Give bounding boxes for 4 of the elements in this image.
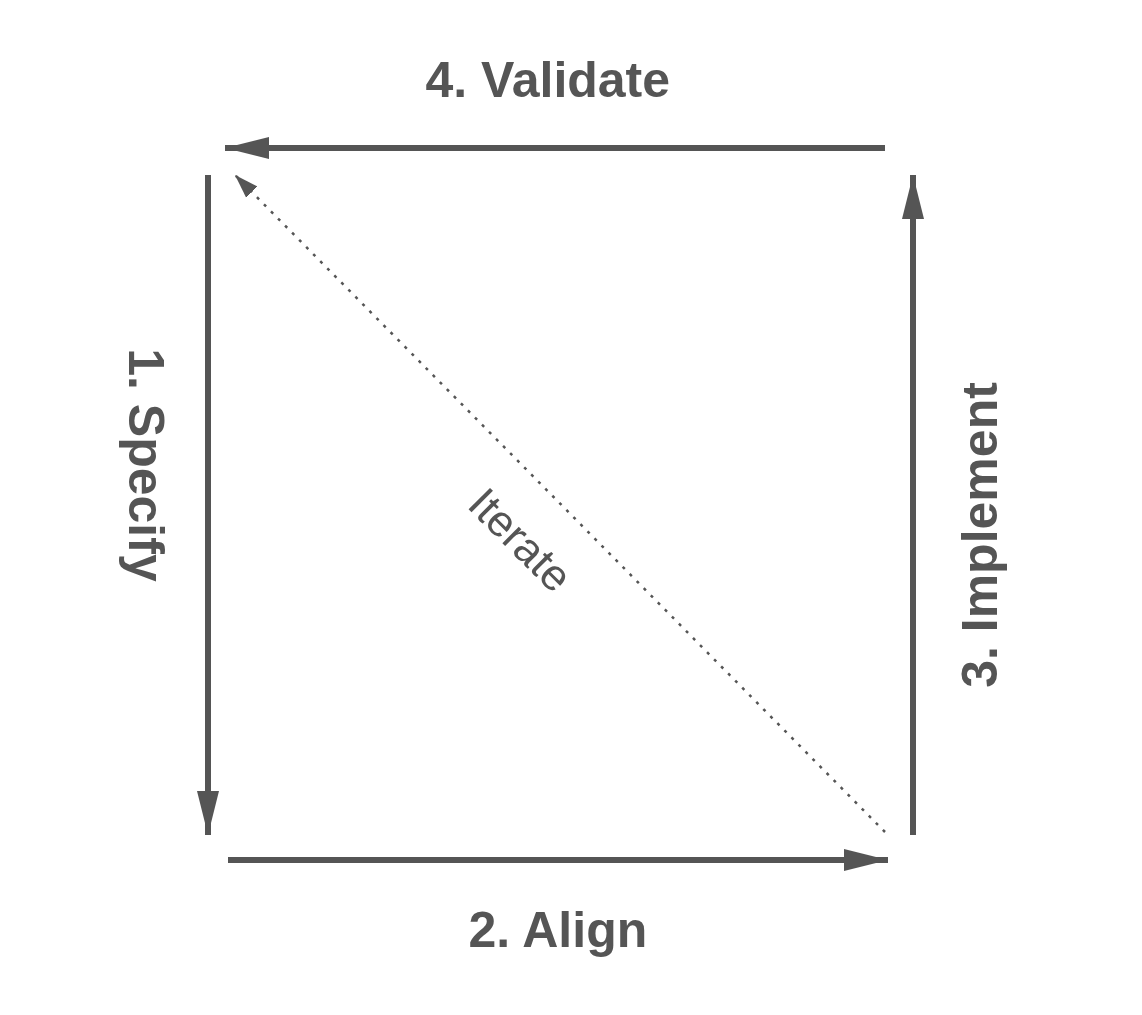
- arrow-label: 4. Validate: [425, 55, 671, 105]
- arrow-label: 2. Align: [468, 905, 648, 955]
- arrow-label: 3. Implement: [954, 382, 1005, 688]
- arrow-label: 1. Specify: [120, 348, 171, 582]
